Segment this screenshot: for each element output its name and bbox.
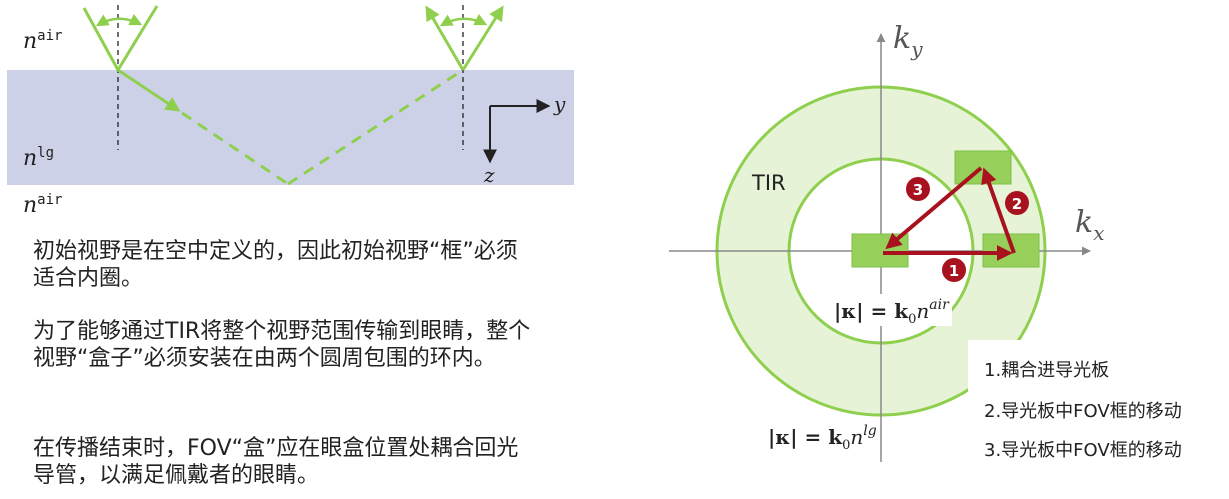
y-axis-label: y [553, 92, 566, 116]
outcoupled-ray-right [461, 5, 504, 71]
svg-text:3: 3 [913, 181, 923, 199]
svg-text:2: 2 [1012, 195, 1022, 213]
outcoupled-ray-left [425, 5, 465, 71]
legend-item-3: 3.导光板中FOV框的移动 [984, 440, 1182, 461]
legend-item-2: 2.导光板中FOV框的移动 [984, 401, 1182, 422]
fov-angle-arc-right [439, 13, 488, 27]
paragraph-initial-fov: 初始视野是在空中定义的，因此初始视野“框”必须适合内圈。 [33, 239, 518, 291]
svg-text:1: 1 [949, 262, 959, 280]
badge-3: 3 [906, 177, 930, 201]
n-lg-label: nlg [23, 145, 54, 171]
inner-formula: |κ| = k0nair [834, 297, 950, 327]
n-air-top-label: nair [23, 28, 62, 54]
move-arrow-3 [885, 166, 983, 250]
guided-ray-dashed-up [287, 68, 464, 186]
move-arrow-2 [981, 167, 1016, 254]
paragraph-eyebox: 在传播结束时，FOV“盒”应在眼盒位置处耦合回光导管，以满足佩戴者的眼睛。 [33, 436, 519, 488]
z-axis-label: z [483, 163, 495, 187]
kx-label: kx [1075, 205, 1104, 245]
legend-bg [968, 340, 1229, 470]
outer-formula: |κ| = k0nlg [768, 423, 877, 453]
incident-ray-outer-left [82, 7, 120, 71]
guided-ray-solid [117, 68, 181, 112]
badge-2: 2 [1005, 191, 1029, 215]
guided-ray-dashed-down [181, 111, 289, 186]
paragraph-tir-ring: 为了能够通过TIR将整个视野范围传输到眼睛，整个视野“盒子”必须安装在由两个圆周… [33, 319, 531, 371]
badge-1: 1 [942, 258, 966, 282]
ky-label: ky [893, 21, 923, 61]
n-air-bottom-label: nair [23, 192, 62, 218]
tir-label: TIR [751, 171, 786, 195]
incident-ray-outer-right [116, 5, 159, 71]
fov-angle-arc-left [95, 13, 143, 27]
fov-box-top [954, 150, 1012, 185]
legend-item-1: 1.耦合进导光板 [984, 360, 1110, 381]
inner-formula-bg [830, 294, 952, 326]
waveguide-slab [7, 70, 574, 185]
